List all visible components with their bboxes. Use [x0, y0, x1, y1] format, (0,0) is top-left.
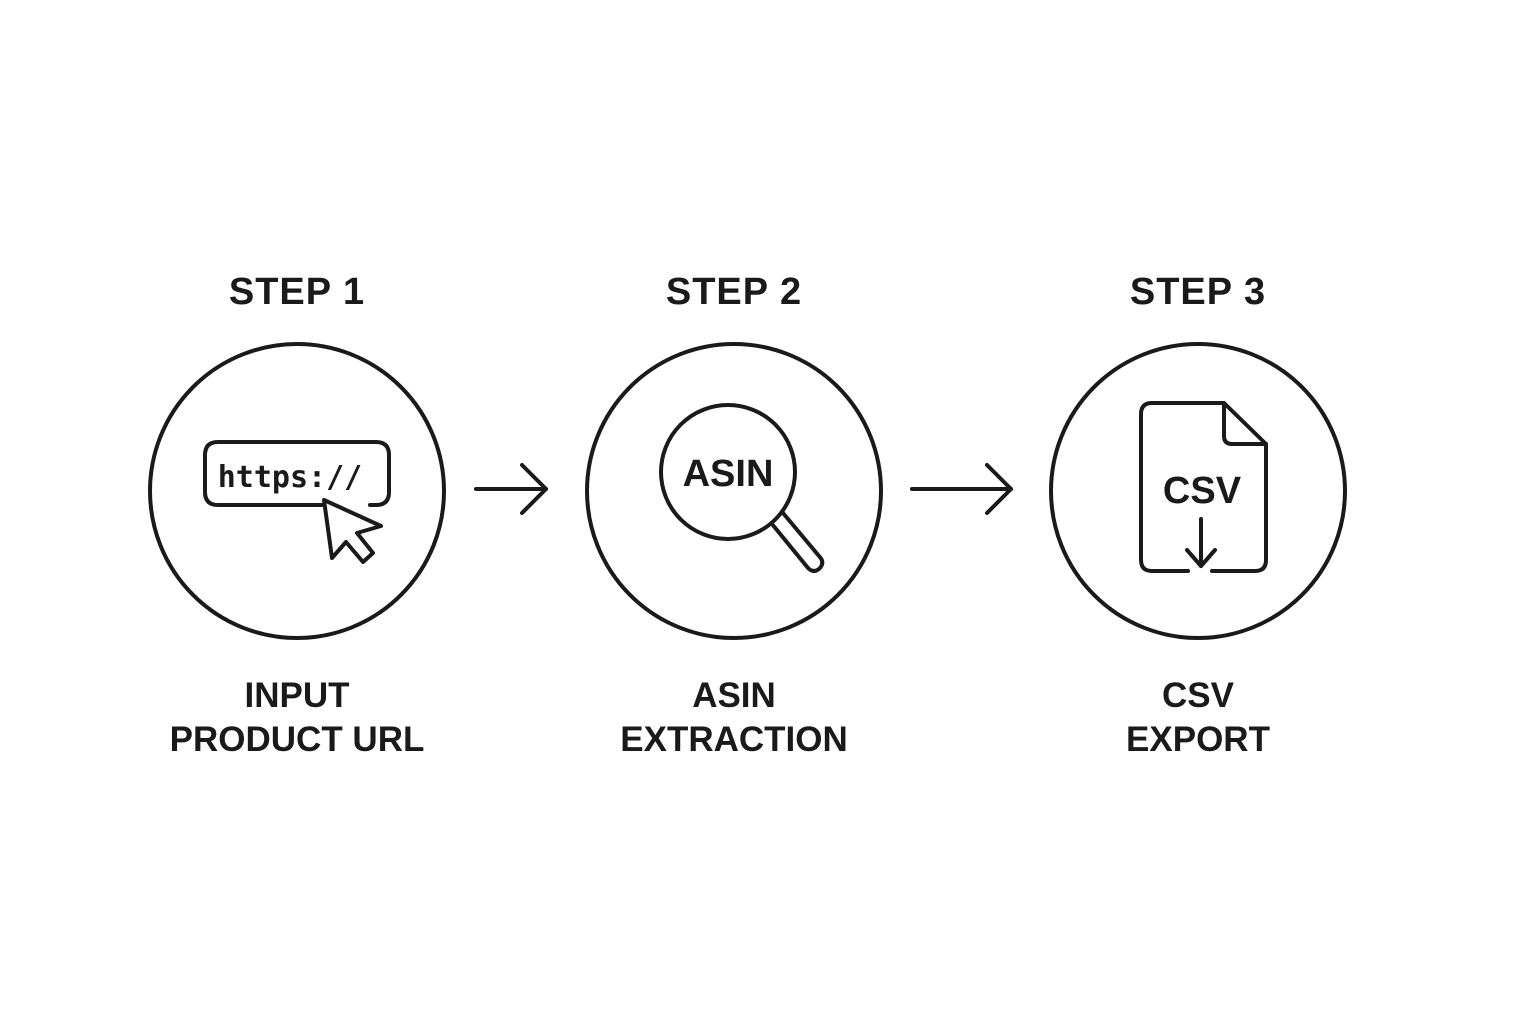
step-2-caption: ASIN EXTRACTION [554, 674, 914, 762]
step-2-circle [585, 342, 883, 640]
step-1-node: https:// [148, 342, 446, 640]
step-2-title: STEP 2 [665, 271, 803, 313]
url-text: https:// [218, 460, 363, 495]
step-1-circle [148, 342, 446, 640]
step-2-caption-line1: ASIN [692, 676, 776, 715]
step-1-caption-line2: PRODUCT URL [169, 720, 425, 759]
step-3-caption-line2: EXPORT [1126, 720, 1270, 759]
step-1-title: STEP 1 [228, 271, 366, 313]
step-3-caption: CSV EXPORT [1018, 674, 1378, 762]
step-3-title: STEP 3 [1129, 271, 1267, 313]
step-2-node: ASIN [585, 342, 883, 640]
asin-text: ASIN [683, 453, 774, 495]
step-1-caption-line1: INPUT [244, 676, 350, 715]
step-3-caption-line1: CSV [1162, 676, 1234, 715]
cursor-arrow [322, 498, 383, 564]
step-3-circle [1049, 342, 1347, 640]
step-2-caption-line2: EXTRACTION [620, 720, 848, 759]
arrow-right-icon [474, 463, 548, 515]
csv-text: CSV [1163, 470, 1242, 512]
url-bar-cursor-icon: https:// [203, 440, 391, 564]
step-3-node: CSV [1049, 342, 1347, 640]
csv-file-download-icon: CSV [1139, 401, 1268, 573]
url-bar-outline [203, 440, 391, 507]
step-1-caption: INPUT PRODUCT URL [117, 674, 477, 762]
arrow-right-icon [910, 463, 1013, 515]
magnifier-icon: ASIN [659, 403, 825, 573]
